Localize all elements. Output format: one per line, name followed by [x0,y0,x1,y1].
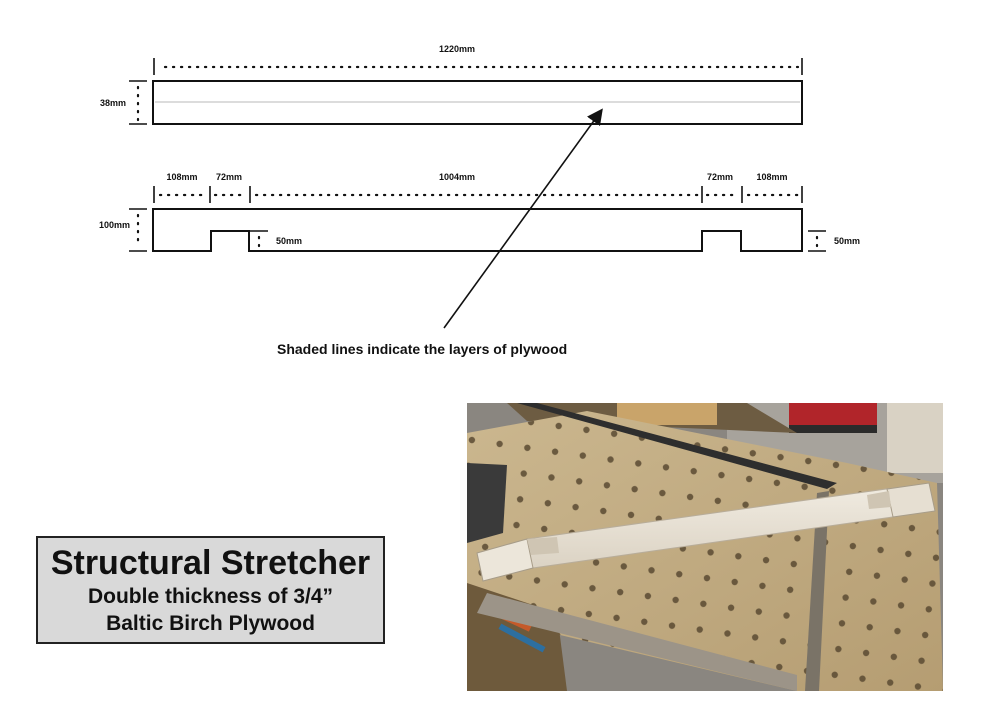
segment-label-1: 108mm [166,172,197,182]
notch-left-label: 50mm [276,236,302,246]
subtitle-line-2: Baltic Birch Plywood [106,612,315,635]
subtitle-line-1: Double thickness of 3/4” [87,585,334,608]
workshop-photo [467,403,943,691]
segment-label-5: 108mm [756,172,787,182]
side-view-outline [152,208,803,252]
title-box: Structural Stretcher Double thickness of… [36,536,385,644]
annotation-text: Shaded lines indicate the layers of plyw… [277,341,567,357]
length-dimension-label: 1220mm [439,44,475,54]
photo-illustration [467,403,943,691]
height-dimension-label: 100mm [99,220,130,230]
segment-label-2: 72mm [216,172,242,182]
thickness-dimension-label: 38mm [100,98,126,108]
notch-right-label: 50mm [834,236,860,246]
segment-label-3: 1004mm [439,172,475,182]
top-view-outline [152,80,803,125]
annotation-arrow [443,108,603,329]
title: Structural Stretcher [50,544,371,582]
segment-label-4: 72mm [707,172,733,182]
side-view: 108mm 72mm 1004mm 72mm 108mm 100mm 50mm … [99,172,860,252]
top-view: 1220mm 38mm [100,44,803,125]
